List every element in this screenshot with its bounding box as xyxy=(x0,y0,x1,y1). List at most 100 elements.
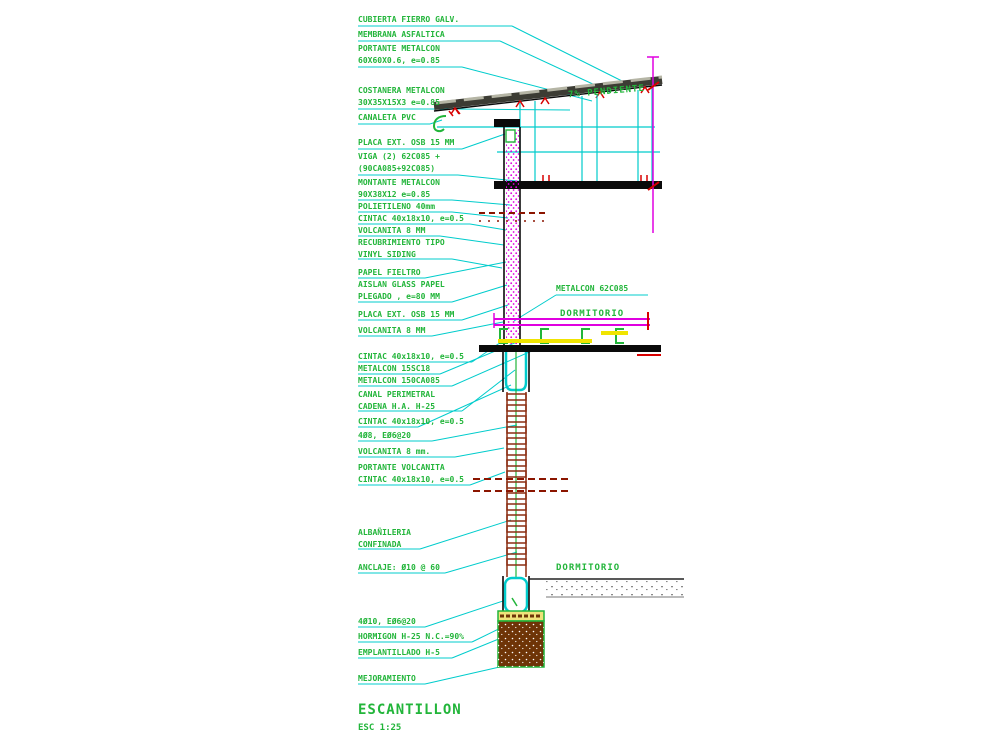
annotation-text: PLACA EXT. OSB 15 MM xyxy=(358,310,455,319)
leader-segment xyxy=(499,40,611,93)
annotation-label: PLACA EXT. OSB 15 MM xyxy=(358,137,454,149)
annotation-text: VOLCANITA 8 MM xyxy=(358,226,426,235)
leader-segment xyxy=(461,304,509,321)
annotation-text: VINYL SIDING xyxy=(358,250,416,259)
annotation-label: EMPLANTILLADO H-5 xyxy=(358,647,440,659)
annotation-text: 60X60X0.6, e=0.85 xyxy=(358,56,440,65)
annotation-text: PAPEL FIELTRO xyxy=(358,268,421,277)
leader-segment xyxy=(439,235,505,246)
leader-segment xyxy=(451,345,544,387)
leader-segment xyxy=(451,258,503,269)
annotation-text: METALCON 15SC18 xyxy=(358,364,431,373)
annotation-text: CADENA H.A. H-25 xyxy=(358,402,436,411)
annotation-label: CANAL PERIMETRAL CADENA H.A. H-25 xyxy=(358,389,435,413)
annotation-label: PAPEL FIELTRO xyxy=(358,267,421,279)
annotation-text: MEMBRANA ASFALTICA xyxy=(358,30,445,39)
ceiling-profile-label: METALCON 62C085 xyxy=(556,283,628,295)
annotation-label: CANALETA PVC xyxy=(358,112,416,124)
floor-assembly xyxy=(479,312,661,356)
annotation-text: MONTANTE METALCON xyxy=(358,178,440,187)
annotation-text: VIGA (2) 62C085 + xyxy=(358,152,440,161)
wall-top-cap xyxy=(494,119,520,127)
annotation-text: CANALETA PVC xyxy=(358,113,416,122)
ceiling-red-marks xyxy=(542,175,648,181)
upper-wall xyxy=(503,127,521,348)
annotation-text: 4Ø10, EØ6@20 xyxy=(358,617,416,626)
annotation-label: POLIETILENO 40mm xyxy=(358,201,435,213)
annotation-text: CINTAC 40x18x10, e=0.5 xyxy=(358,352,464,361)
annotation-text: MEJORAMIENTO xyxy=(358,674,416,683)
annotation-label: METALCON 150CA085 xyxy=(358,375,440,387)
annotation-text: VOLCANITA 8 mm. xyxy=(358,447,431,456)
pvc-gutter xyxy=(432,115,447,133)
annotation-label: 4Ø10, EØ6@20 xyxy=(358,616,416,628)
annotation-label: 4Ø8, EØ6@20 xyxy=(358,430,411,442)
annotation-label: PLACA EXT. OSB 15 MM xyxy=(358,309,454,321)
annotation-label: MEMBRANA ASFALTICA xyxy=(358,29,445,41)
annotation-text: CINTAC 40x18x10, e=0.5 xyxy=(358,417,464,426)
leader-segment xyxy=(451,284,508,303)
annotation-text: CINTAC 40x18x10, e=0.5 xyxy=(358,475,464,484)
annotation-label: HORMIGON H-25 N.C.=90% xyxy=(358,631,464,643)
annotation-label: MONTANTE METALCON 90X38X12 e=0.85 xyxy=(358,177,440,201)
annotation-label: VIGA (2) 62C085 + (90CA085+92C085) xyxy=(358,151,440,175)
leader-segment xyxy=(424,261,507,279)
annotation-text: EMPLANTILLADO H-5 xyxy=(358,648,440,657)
annotation-text: PORTANTE METALCON xyxy=(358,44,440,53)
annotation-text: 4Ø8, EØ6@20 xyxy=(358,431,411,440)
annotation-label: CINTAC 40x18x10, e=0.5 xyxy=(358,416,464,428)
drawing-title: ESCANTILLON xyxy=(358,703,462,717)
annotation-text: POLIETILENO 40mm xyxy=(358,202,436,211)
leader-segment xyxy=(469,223,507,231)
leader-segment xyxy=(417,384,512,428)
leader-segment xyxy=(431,424,518,442)
annotation-text: CONFINADA xyxy=(358,540,402,549)
annotation-text: ANCLAJE: Ø10 @ 60 xyxy=(358,563,440,572)
annotation-text: METALCON 62C085 xyxy=(556,284,629,293)
annotation-label: MEJORAMIENTO xyxy=(358,673,416,685)
annotation-label: METALCON 15SC18 xyxy=(358,363,430,375)
annotation-label: VOLCANITA 8 MM xyxy=(358,325,425,337)
annotation-text: ESC 1:25 xyxy=(358,723,402,733)
annotation-text: PLACA EXT. OSB 15 MM xyxy=(358,138,455,147)
annotation-text: CINTAC 40x18x10, e=0.5 xyxy=(358,214,464,223)
room-label-upper: DORMITORIO xyxy=(560,308,624,320)
level-dash-marks-lower xyxy=(473,478,568,492)
leader-segment xyxy=(454,447,505,458)
annotation-text: DORMITORIO xyxy=(556,563,621,573)
annotation-label: VOLCANITA 8 mm. xyxy=(358,446,430,458)
leader-segment xyxy=(419,519,512,550)
annotation-text: 90X38X12 e=0.85 xyxy=(358,190,431,199)
annotation-label: RECUBRIMIENTO TIPO VINYL SIDING xyxy=(358,237,445,261)
roof-clip-marks xyxy=(448,85,650,117)
leader-segment xyxy=(444,551,518,574)
leader-segment xyxy=(429,119,443,125)
annotation-label: CINTAC 40x18x10, e=0.5 xyxy=(358,213,464,225)
leader-segment xyxy=(513,294,557,322)
floor-slab xyxy=(529,578,684,598)
annotation-text: CANAL PERIMETRAL xyxy=(358,390,436,399)
leader-segment xyxy=(424,596,516,628)
roof-sheeting xyxy=(433,75,663,112)
leader-segment xyxy=(461,133,506,150)
ceiling-band xyxy=(494,181,662,189)
annotation-label: PORTANTE METALCON 60X60X0.6, e=0.85 xyxy=(358,43,440,67)
base-channel xyxy=(502,576,530,614)
drawing-scale: ESC 1:25 xyxy=(358,722,401,734)
annotation-text: (90CA085+92C085) xyxy=(358,164,436,173)
annotation-text: AISLAN GLASS PAPEL xyxy=(358,280,445,289)
annotation-text: METALCON 150CA085 xyxy=(358,376,440,385)
leader-segment xyxy=(511,25,629,85)
leader-segment xyxy=(451,211,509,219)
annotation-label: ANCLAJE: Ø10 @ 60 xyxy=(358,562,440,574)
annotation-text: HORMIGON H-25 N.C.=90% xyxy=(358,632,464,641)
annotation-label: CINTAC 40x18x10, e=0.5 xyxy=(358,351,464,363)
leader-segment xyxy=(454,108,571,111)
annotation-text: RECUBRIMIENTO TIPO xyxy=(358,238,445,247)
